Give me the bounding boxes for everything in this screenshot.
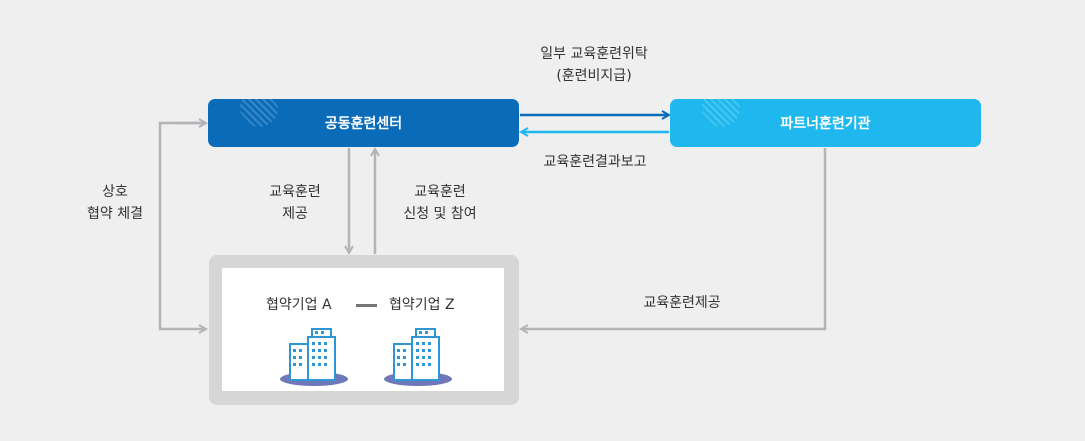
delegate-label: 일부 교육훈련위탁 (훈련비지급) <box>540 46 648 84</box>
apply-label: 교육훈련 신청 및 참여 <box>403 184 477 222</box>
corp-a-label: 협약기업 A <box>266 297 332 313</box>
center-node-label: 공동훈련센터 <box>324 116 403 132</box>
report-label: 교육훈련결과보고 <box>543 154 647 170</box>
partner-node: 파트너훈련기관 <box>670 99 981 147</box>
corp-z-label: 협약기업 Z <box>389 297 455 313</box>
mutual-agreement-label: 상호 협약 체결 <box>87 184 143 222</box>
provide-label: 교육훈련 제공 <box>269 184 321 222</box>
building-icon <box>384 328 452 386</box>
mutual-agreement-connector <box>158 121 206 329</box>
partner-provide-label: 교육훈련제공 <box>643 295 721 311</box>
corp-range-dash <box>356 304 377 307</box>
corporations-panel: 협약기업 A 협약기업 Z <box>222 268 504 391</box>
center-hatch-decoration <box>240 99 278 127</box>
partner-provide-connector <box>521 148 827 329</box>
center-node: 공동훈련센터 <box>208 99 519 147</box>
partner-node-label: 파트너훈련기관 <box>780 116 871 132</box>
partner-hatch-decoration <box>702 99 740 127</box>
building-icon <box>280 328 348 386</box>
corporations-group: 협약기업 A 협약기업 Z <box>209 255 519 405</box>
